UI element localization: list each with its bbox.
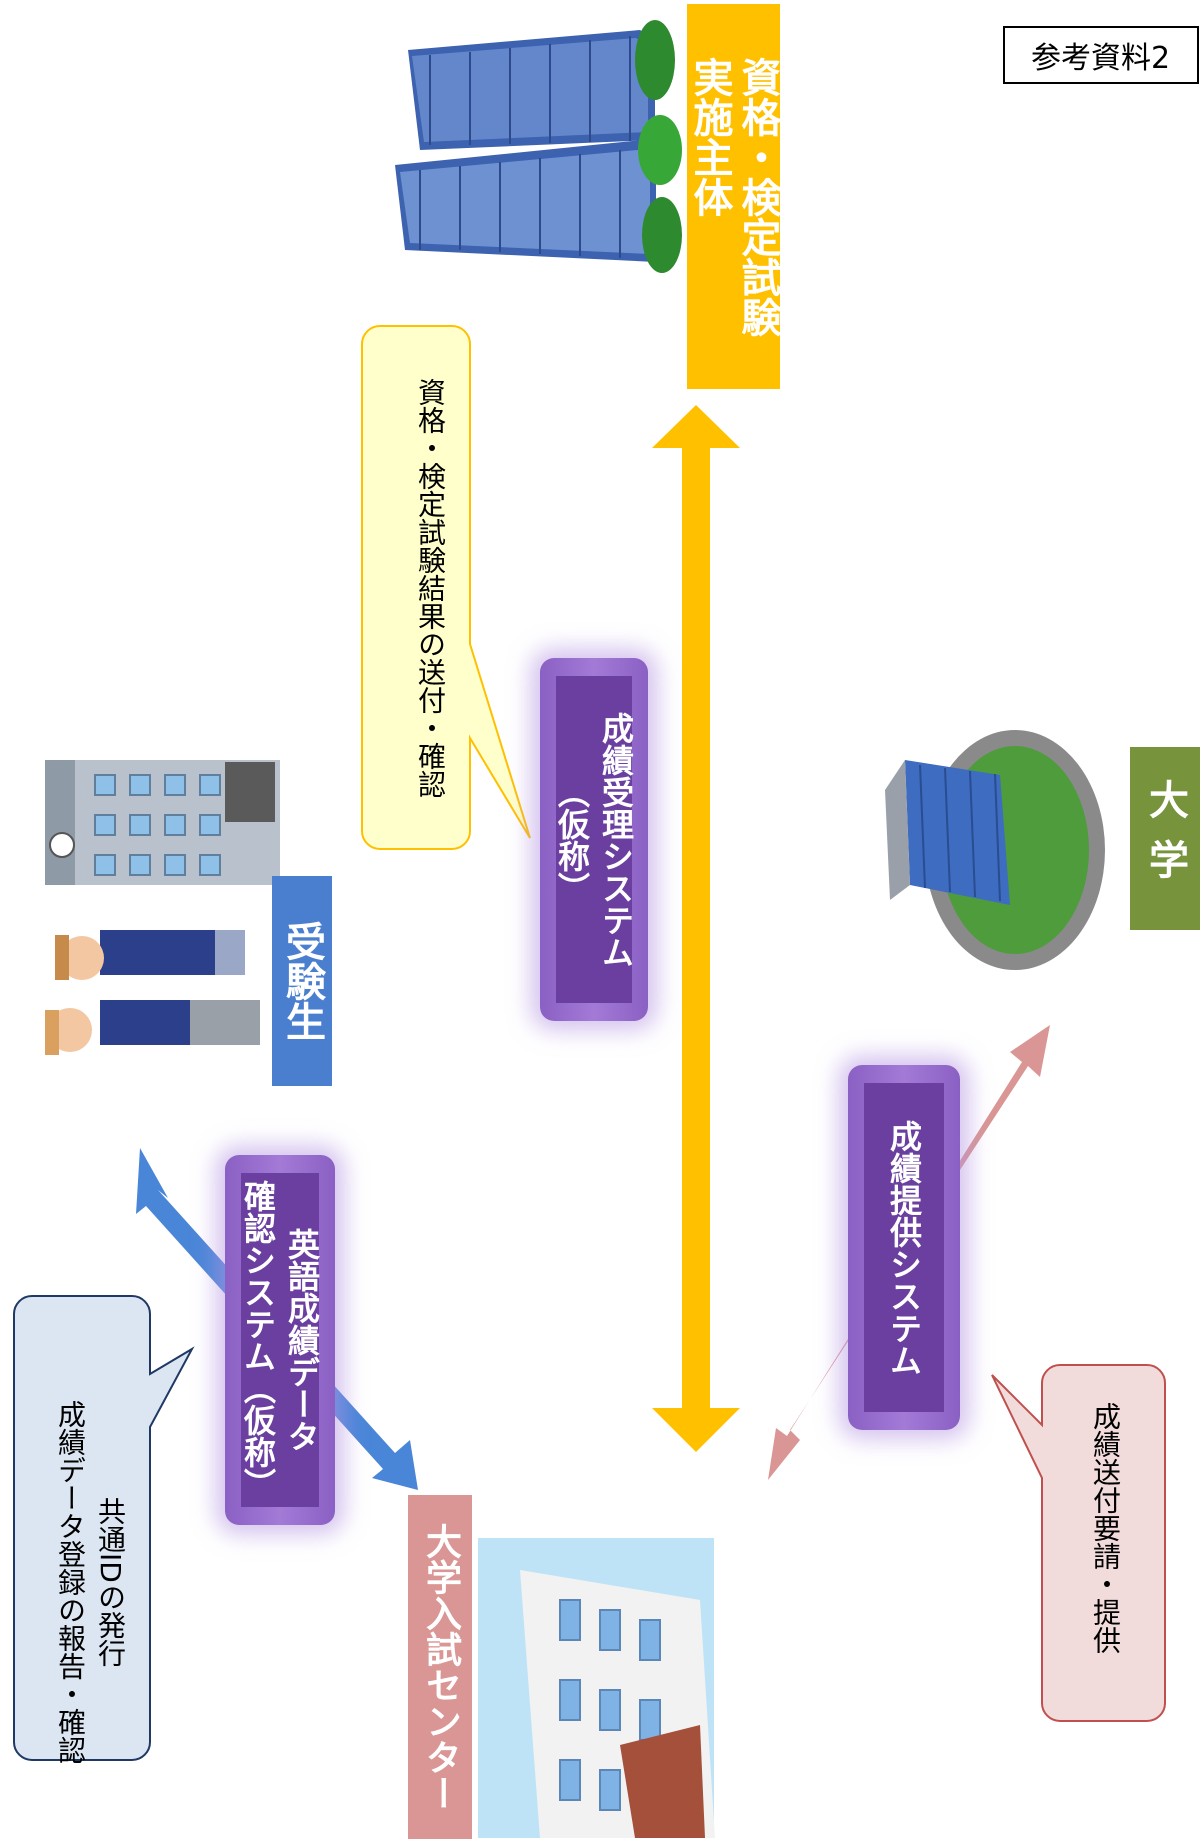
callout-score-request-text: 成績送付要請・提供 bbox=[1089, 1402, 1122, 1654]
students-icon bbox=[45, 930, 260, 1055]
score-provision-system-text: 成績提供システム bbox=[885, 1119, 923, 1376]
score-provision-system: 成績提供システム bbox=[848, 1065, 960, 1430]
double-arrow-university-center bbox=[768, 1025, 1050, 1480]
examinee-label: 受験生 bbox=[272, 876, 332, 1086]
english-score-check-system-text: 英語成績データ 確認システム（仮称） bbox=[239, 1180, 321, 1500]
callout-common-id-text: 共通IDの発行 成績データ登録の報告・確認 bbox=[54, 1400, 127, 1764]
entrance-center-label: 大学入試センター bbox=[408, 1495, 472, 1839]
callout-bubble-common-id bbox=[13, 1295, 195, 1761]
score-receiving-system-text: 成績受理システム （仮称） bbox=[553, 711, 635, 968]
callout-qualification-text: 資格・検定試験結果の送付・確認 bbox=[414, 378, 447, 798]
callout-bubble-score-request bbox=[991, 1364, 1166, 1722]
university-building-icon bbox=[885, 730, 1105, 970]
school-building-icon bbox=[45, 760, 280, 885]
exam-organization-text: 資格・検定試験 実施主体 bbox=[686, 56, 781, 337]
university-text: 大学 bbox=[1142, 778, 1188, 899]
score-receiving-system: 成績受理システム （仮称） bbox=[540, 658, 648, 1021]
examinee-text: 受験生 bbox=[279, 921, 325, 1041]
exam-organization-label: 資格・検定試験 実施主体 bbox=[686, 4, 781, 389]
office-tower-icon bbox=[395, 20, 682, 273]
double-arrow-examinee-center bbox=[136, 1148, 418, 1490]
entrance-center-text: 大学入試センター bbox=[420, 1523, 461, 1811]
reference-tag: 参考資料2 bbox=[1003, 26, 1199, 84]
double-arrow-org-center bbox=[652, 405, 740, 1452]
english-score-check-system: 英語成績データ 確認システム（仮称） bbox=[225, 1155, 335, 1525]
entrance-center-building-icon bbox=[478, 1538, 715, 1838]
university-label: 大学 bbox=[1130, 747, 1200, 930]
callout-bubble-qualification bbox=[361, 325, 531, 850]
